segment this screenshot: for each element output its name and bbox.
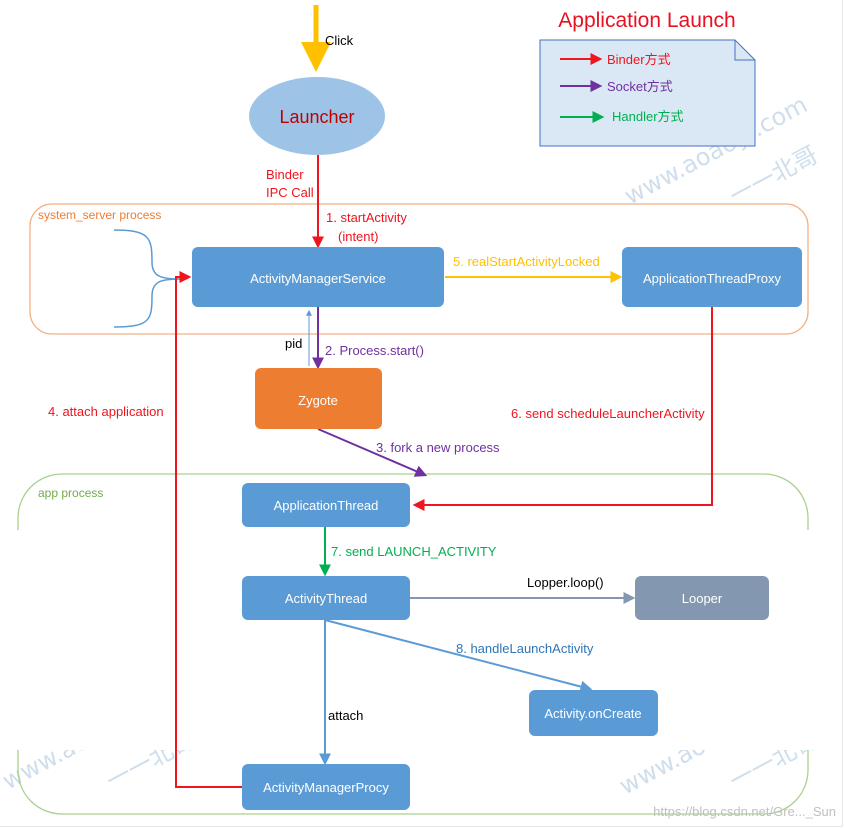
activity-thread-label: ActivityThread <box>285 591 367 606</box>
edge-schedule <box>412 307 713 511</box>
edge-handle-launch-label: 8. handleLaunchActivity <box>456 641 594 656</box>
ams-node <box>192 247 444 307</box>
watermark-csdn: https://blog.csdn.net/Gre..._Sun <box>653 804 836 819</box>
edge-fork-label: 3. fork a new process <box>376 440 500 455</box>
legend-socket-label: Socket方式 <box>607 79 673 94</box>
launcher-node <box>249 77 385 155</box>
amp-node <box>242 764 410 810</box>
legend-handler-label: Handler方式 <box>612 109 684 124</box>
edge-attach-application-label: 4. attach application <box>48 404 164 419</box>
legend: Binder方式 Socket方式 Handler方式 <box>539 39 756 147</box>
edge-process-start-label: 2. Process.start() <box>325 343 424 358</box>
system-server-label: system_server process <box>38 208 161 222</box>
binder-call-line2: IPC Call <box>266 185 314 200</box>
atp-label: ApplicationThreadProxy <box>643 271 782 286</box>
edge-real-start-label: 5. realStartActivityLocked <box>453 254 600 269</box>
edge-looper-loop-label: Lopper.loop() <box>527 575 604 590</box>
looper-label: Looper <box>682 591 723 606</box>
on-create-label: Activity.onCreate <box>544 706 641 721</box>
looper-node <box>635 576 769 620</box>
system-server-region <box>29 203 809 335</box>
edge-start-activity-label-2: (intent) <box>338 229 378 244</box>
zygote-label: Zygote <box>298 393 338 408</box>
edge-fork <box>317 428 428 477</box>
edge-attach-label: attach <box>328 708 363 723</box>
amp-label: ActivityManagerProcy <box>263 780 389 795</box>
ams-label: ActivityManagerService <box>250 271 386 286</box>
edge-handle-launch <box>324 619 593 693</box>
atp-node <box>622 247 802 307</box>
click-label: Click <box>325 33 354 48</box>
application-thread-node <box>242 483 410 527</box>
launcher-label: Launcher <box>279 107 354 127</box>
on-create-node <box>529 690 658 736</box>
edge-launch-activity-label: 7. send LAUNCH_ACTIVITY <box>331 544 497 559</box>
app-process-label: app process <box>38 486 103 500</box>
edge-start-activity-label-1: 1. startActivity <box>326 210 407 225</box>
activity-thread-node <box>242 576 410 620</box>
zygote-node <box>255 368 382 429</box>
edge-pid-label: pid <box>285 336 302 351</box>
edge-attach-application <box>175 271 242 788</box>
binder-call-line1: Binder <box>266 167 304 182</box>
bracket-brace <box>113 229 181 328</box>
legend-binder-label: Binder方式 <box>607 52 671 67</box>
application-thread-label: ApplicationThread <box>274 498 379 513</box>
edge-schedule-label: 6. send scheduleLauncherActivity <box>511 406 705 421</box>
diagram-title: Application Launch <box>558 9 735 32</box>
app-region-mask <box>10 530 840 750</box>
